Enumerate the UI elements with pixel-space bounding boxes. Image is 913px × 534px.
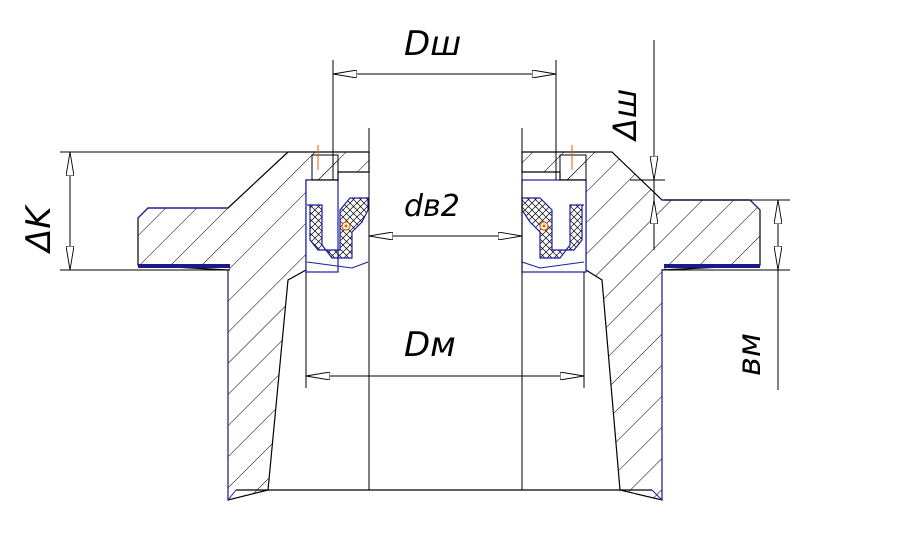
right-base-strip <box>664 264 760 268</box>
right-seal <box>521 145 587 273</box>
left-seal <box>305 145 369 273</box>
label-delta-sh: Δш <box>606 89 644 143</box>
label-dm: Dм <box>404 325 456 365</box>
label-dsh: Dш <box>404 24 461 64</box>
label-delta-k: ΔK <box>19 204 59 255</box>
label-vm: вм <box>730 333 768 376</box>
shaft-lines <box>368 128 523 490</box>
left-base-strip <box>138 264 230 268</box>
dimension-lines <box>60 40 790 390</box>
label-dv2: dв2 <box>404 189 460 224</box>
